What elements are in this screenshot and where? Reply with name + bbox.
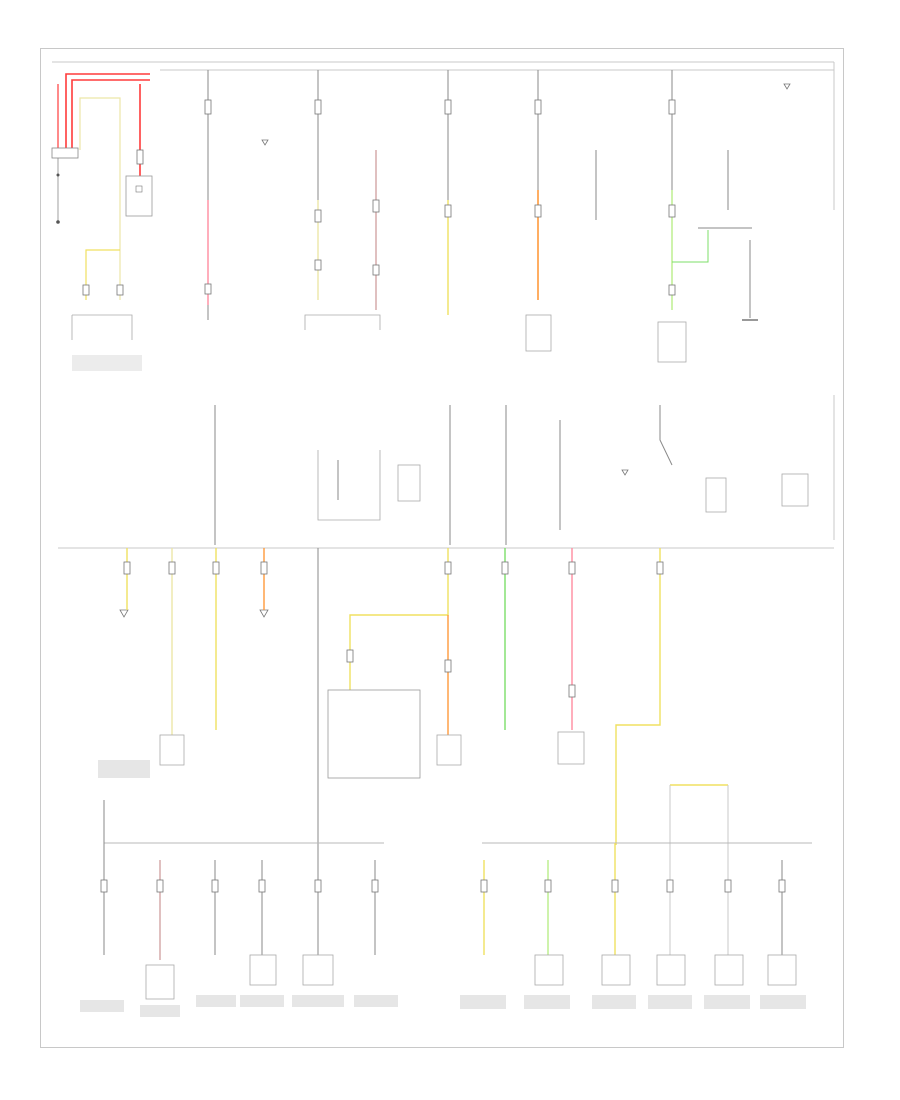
component-box-icon: [145, 954, 797, 1000]
component-label-block: [72, 355, 142, 371]
component-box-icon: [159, 689, 585, 779]
label-blocks: [80, 760, 806, 1017]
connector-icon: [100, 879, 786, 893]
starter-relay-icon: [125, 175, 153, 217]
connector-icon: [82, 149, 144, 296]
lower-circuits: [126, 548, 729, 960]
top-bus: [52, 61, 835, 549]
connector-icon: [123, 561, 664, 698]
middle-section: [214, 405, 809, 545]
bottom-bus: [103, 800, 812, 960]
battery-section: [51, 73, 153, 371]
battery-icon: [51, 147, 79, 224]
top-row-circuits: [207, 70, 758, 363]
fuse-icon: [204, 99, 676, 296]
ground-icon: [119, 83, 791, 618]
diagram-frame: [40, 48, 844, 1048]
